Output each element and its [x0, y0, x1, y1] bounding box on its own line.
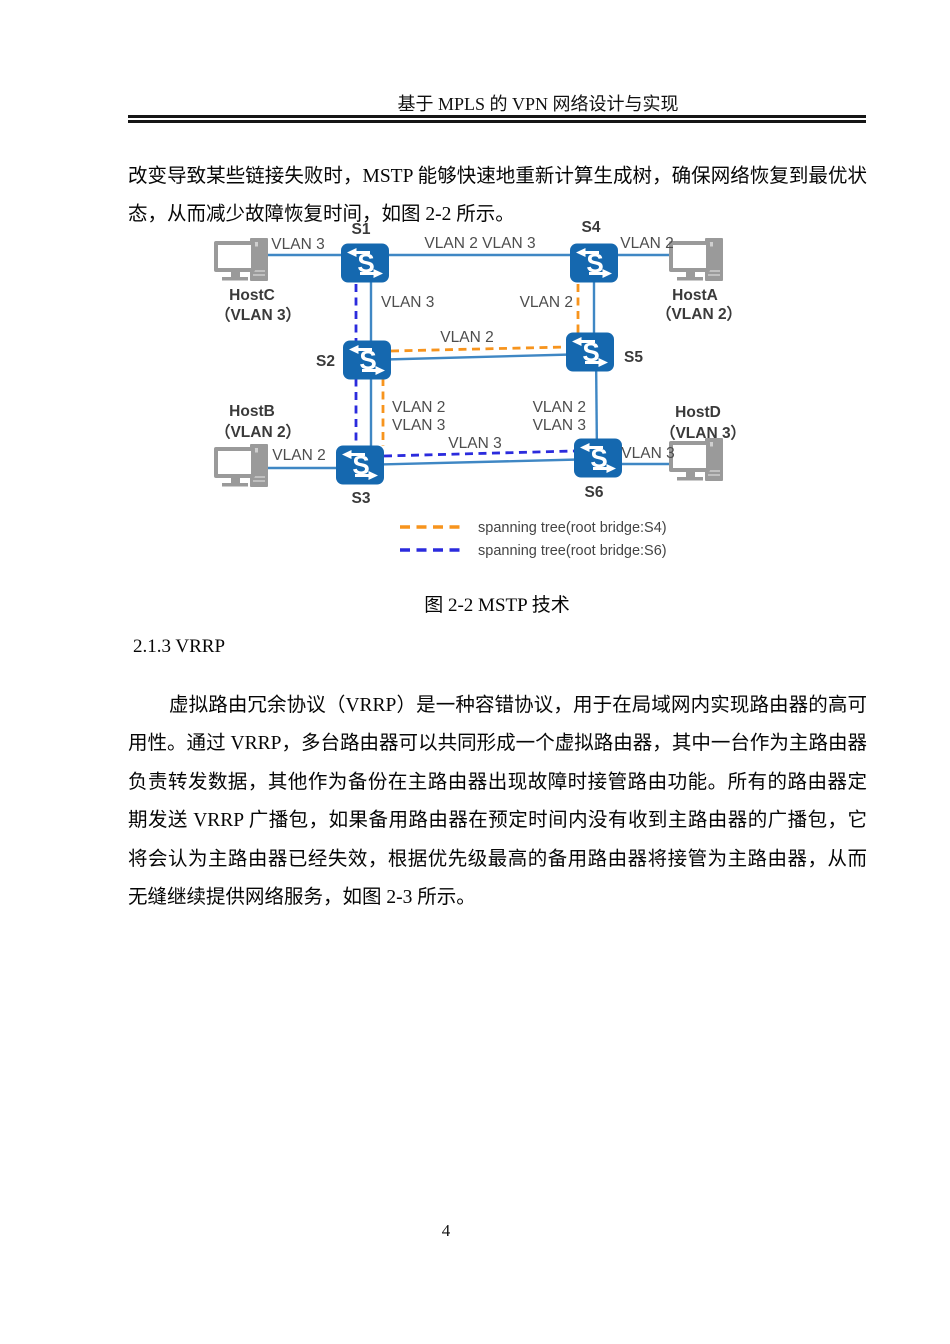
host-label-hosta: HostA — [672, 287, 718, 304]
mstp-topology-svg: S S S S S S S1 S4 — [213, 219, 746, 559]
legend-label-stp-s6: spanning tree(root bridge:S6) — [478, 543, 667, 559]
vlan-label-s2-s3-a: VLAN 2 — [392, 399, 445, 416]
legend-label-stp-s4: spanning tree(root bridge:S4) — [478, 520, 667, 536]
computer-icon — [668, 437, 724, 482]
host-node-hostc — [213, 237, 269, 282]
computer-icon — [213, 443, 269, 488]
switch-glyph: S — [590, 443, 607, 473]
switch-glyph: S — [352, 450, 369, 480]
page-number: 4 — [441, 1221, 451, 1240]
link-s2-s5 — [366, 352, 591, 362]
stp-s4-dash-s2-s5 — [390, 345, 567, 353]
host-node-hostd — [668, 437, 724, 482]
host-vlan-hosta: （VLAN 2） — [656, 305, 742, 323]
stp-s6-dash-s3-s6 — [383, 449, 575, 458]
header-rule — [128, 115, 866, 123]
switch-node-s2: S — [341, 339, 393, 381]
switch-glyph: S — [359, 345, 376, 375]
vlan-label-s1-s2: VLAN 3 — [381, 294, 434, 311]
switch-node-s6: S — [572, 437, 624, 479]
switch-label-s2: S2 — [316, 353, 335, 370]
switch-glyph: S — [357, 248, 374, 278]
vlan-label-s1-s4: VLAN 2 VLAN 3 — [424, 235, 535, 252]
switch-node-s3: S — [334, 444, 386, 486]
vlan-label-s6-hostd: VLAN 3 — [621, 445, 674, 462]
host-node-hosta — [668, 237, 724, 282]
host-node-hostb — [213, 443, 269, 488]
vlan-label-s4-s5: VLAN 2 — [520, 294, 573, 311]
switch-label-s3: S3 — [352, 490, 371, 507]
switch-node-s1: S — [339, 242, 391, 284]
vlan-label-hostc-s1: VLAN 3 — [271, 236, 324, 253]
vlan-label-s2-s3-b: VLAN 3 — [392, 417, 445, 434]
vlan-label-s3-s6: VLAN 3 — [448, 435, 501, 452]
vlan-label-s5-s6-b: VLAN 3 — [533, 417, 586, 434]
host-label-hostb: HostB — [229, 403, 275, 420]
switch-node-s4: S — [568, 242, 620, 284]
switch-node-s5: S — [564, 331, 616, 373]
vlan-label-s2-s5: VLAN 2 — [440, 329, 493, 346]
host-label-hostc: HostC — [229, 287, 275, 304]
paragraph-mstp: 改变导致某些链接失败时，MSTP 能够快速地重新计算生成树，确保网络恢复到最优状… — [128, 165, 867, 226]
host-label-hostd: HostD — [675, 404, 721, 421]
switch-label-s5: S5 — [624, 349, 643, 366]
paragraph-vrrp: 虚拟路由冗余协议（VRRP）是一种容错协议，用于在局域网内实现路由器的高可用性。… — [128, 694, 867, 909]
figure-caption: 图 2-2 MSTP 技术 — [424, 595, 570, 616]
vlan-label-hostb-s3: VLAN 2 — [272, 447, 325, 464]
host-vlan-hostd: （VLAN 3） — [660, 424, 746, 442]
vlan-label-s5-s6-a: VLAN 2 — [533, 399, 586, 416]
computer-icon — [213, 237, 269, 282]
link-s3-s6 — [359, 457, 599, 467]
figure-legend: spanning tree(root bridge:S4) spanning t… — [400, 520, 667, 559]
host-vlan-hostb: （VLAN 2） — [215, 423, 301, 441]
running-header-title: 基于 MPLS 的 VPN 网络设计与实现 — [397, 94, 679, 114]
vlan-label-s4-hosta: VLAN 2 — [620, 235, 673, 252]
switch-glyph: S — [586, 248, 603, 278]
host-vlan-hostc: （VLAN 3） — [215, 306, 301, 324]
section-heading-vrrp: 2.1.3 VRRP — [133, 636, 226, 657]
switch-label-s1: S1 — [352, 221, 371, 238]
switch-glyph: S — [582, 337, 599, 367]
figure-mstp-topology: S S S S S S S1 S4 — [195, 206, 755, 566]
switch-label-s6: S6 — [585, 484, 604, 501]
computer-icon — [668, 237, 724, 282]
switch-label-s4: S4 — [582, 219, 601, 236]
